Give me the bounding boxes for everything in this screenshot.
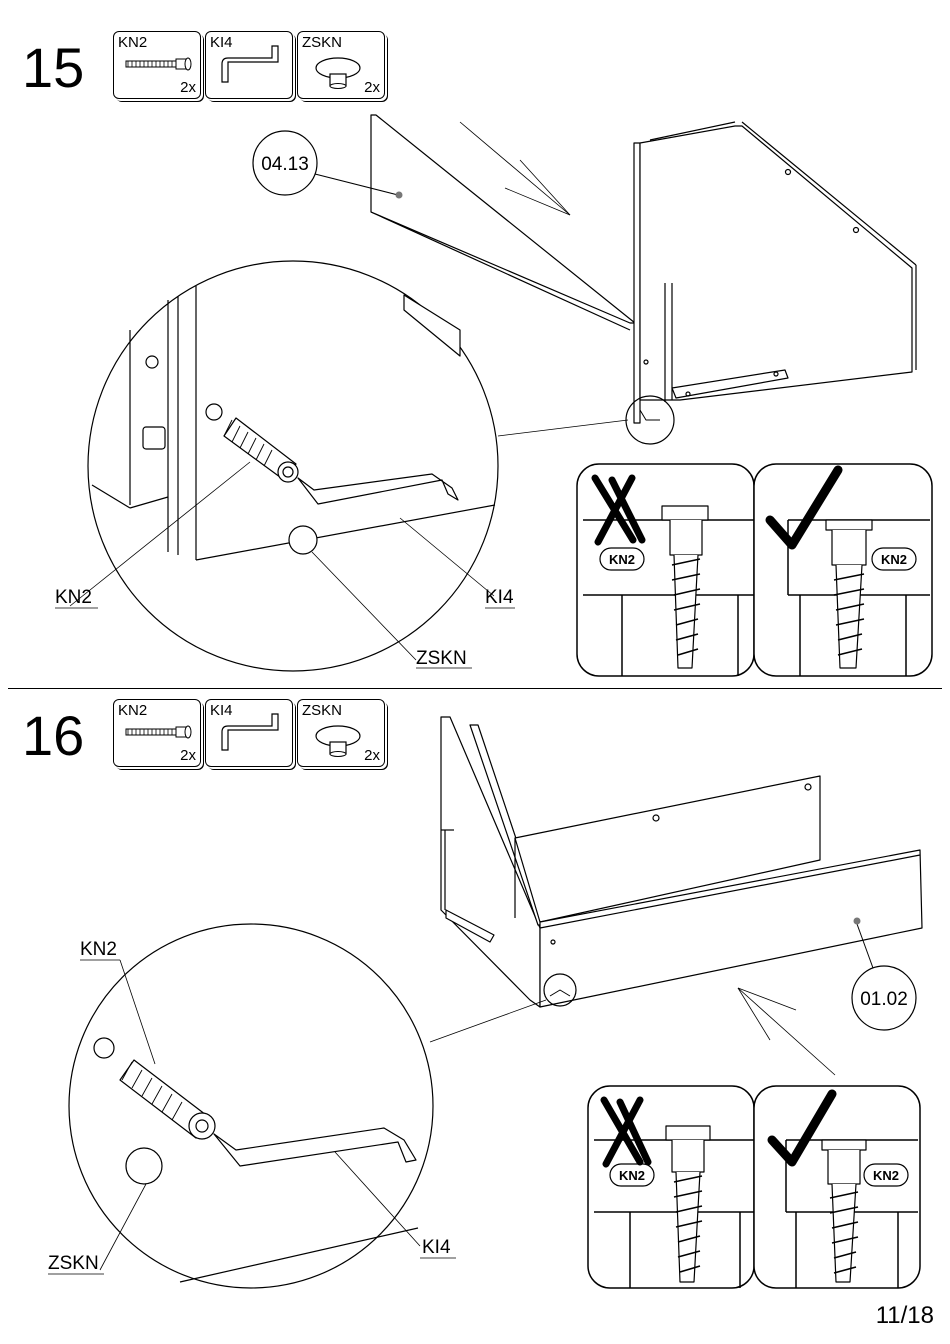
page-number: 11/18 <box>876 1302 934 1330</box>
step15-detail-zoom <box>55 261 515 671</box>
step15-check-panels <box>577 464 932 676</box>
callout-screw: KN2 <box>55 587 92 608</box>
callout-cap: ZSKN <box>416 648 467 669</box>
callout-key: KI4 <box>485 587 514 608</box>
callout-cap: ZSKN <box>48 1253 99 1274</box>
step16-check-panels <box>588 1086 920 1288</box>
panel-ref-label: 01.02 <box>860 989 908 1010</box>
step16-assembly <box>430 717 922 1075</box>
check-tag-wrong: KN2 <box>609 552 635 567</box>
check-tag-right: KN2 <box>881 552 907 567</box>
callout-screw: KN2 <box>80 939 117 960</box>
panel-ref-label: 04.13 <box>261 154 309 175</box>
check-tag-wrong: KN2 <box>619 1168 645 1183</box>
check-tag-right: KN2 <box>873 1168 899 1183</box>
step16-detail-zoom <box>48 924 456 1288</box>
callout-key: KI4 <box>422 1237 451 1258</box>
